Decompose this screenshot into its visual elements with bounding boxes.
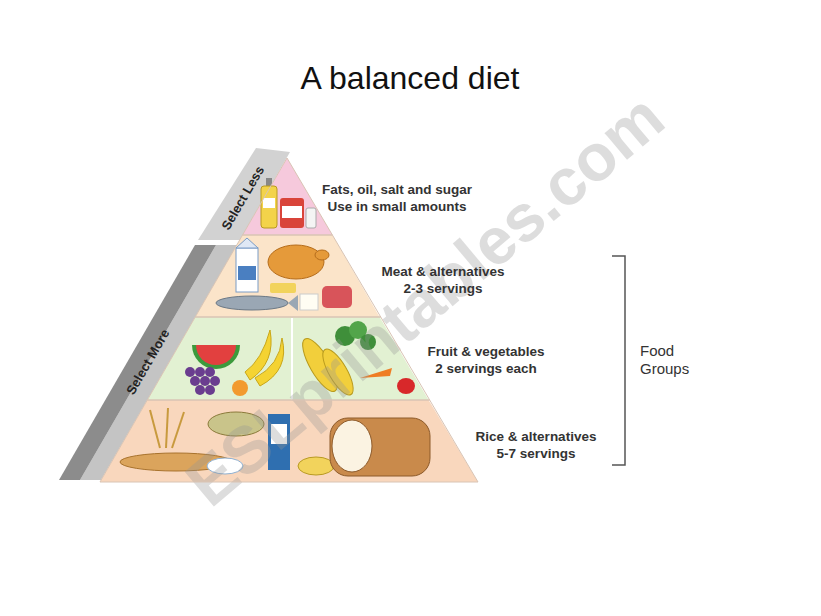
divider — [291, 318, 293, 400]
title: A balanced diet — [301, 60, 520, 97]
band-fill — [243, 158, 333, 235]
band-text: Rice & alternatives5-7 servings — [476, 428, 597, 462]
fruit-vegetable-icons — [185, 321, 415, 399]
side-strip — [198, 148, 290, 240]
serving-note: 5-7 servings — [476, 445, 597, 462]
side-label: Select Less — [218, 163, 267, 233]
food-band: Fats, oil, salt and sugarUse in small am… — [90, 158, 615, 235]
serving-note: 2-3 servings — [381, 280, 504, 297]
food-band: Rice & alternatives5-7 servings — [90, 400, 615, 482]
fats-icons — [261, 178, 316, 228]
serving-note: Use in small amounts — [322, 198, 472, 215]
band-fill — [100, 400, 478, 482]
group-name: Fats, oil, salt and sugar — [322, 181, 472, 198]
meat-icons — [216, 238, 352, 311]
group-label: Food Groups — [640, 342, 702, 378]
band-text: Meat & alternatives2-3 servings — [381, 263, 504, 297]
side-label: Select More — [123, 326, 173, 397]
food-band: Fruit & vegetables2 servings each — [90, 317, 615, 400]
group-name: Rice & alternatives — [476, 428, 597, 445]
band-outline — [90, 235, 615, 317]
serving-note: 2 servings each — [427, 360, 544, 377]
watermark: ESLprintables.com — [171, 78, 680, 523]
bracket — [612, 256, 625, 465]
group-name: Meat & alternatives — [381, 263, 504, 280]
grain-icons — [120, 408, 430, 476]
band-text: Fruit & vegetables2 servings each — [427, 343, 544, 377]
band-fill — [195, 235, 379, 317]
group-name: Fruit & vegetables — [427, 343, 544, 360]
band-text: Fats, oil, salt and sugarUse in small am… — [322, 181, 472, 215]
band-fill — [147, 317, 428, 400]
food-band: Meat & alternatives2-3 servings — [90, 235, 615, 317]
